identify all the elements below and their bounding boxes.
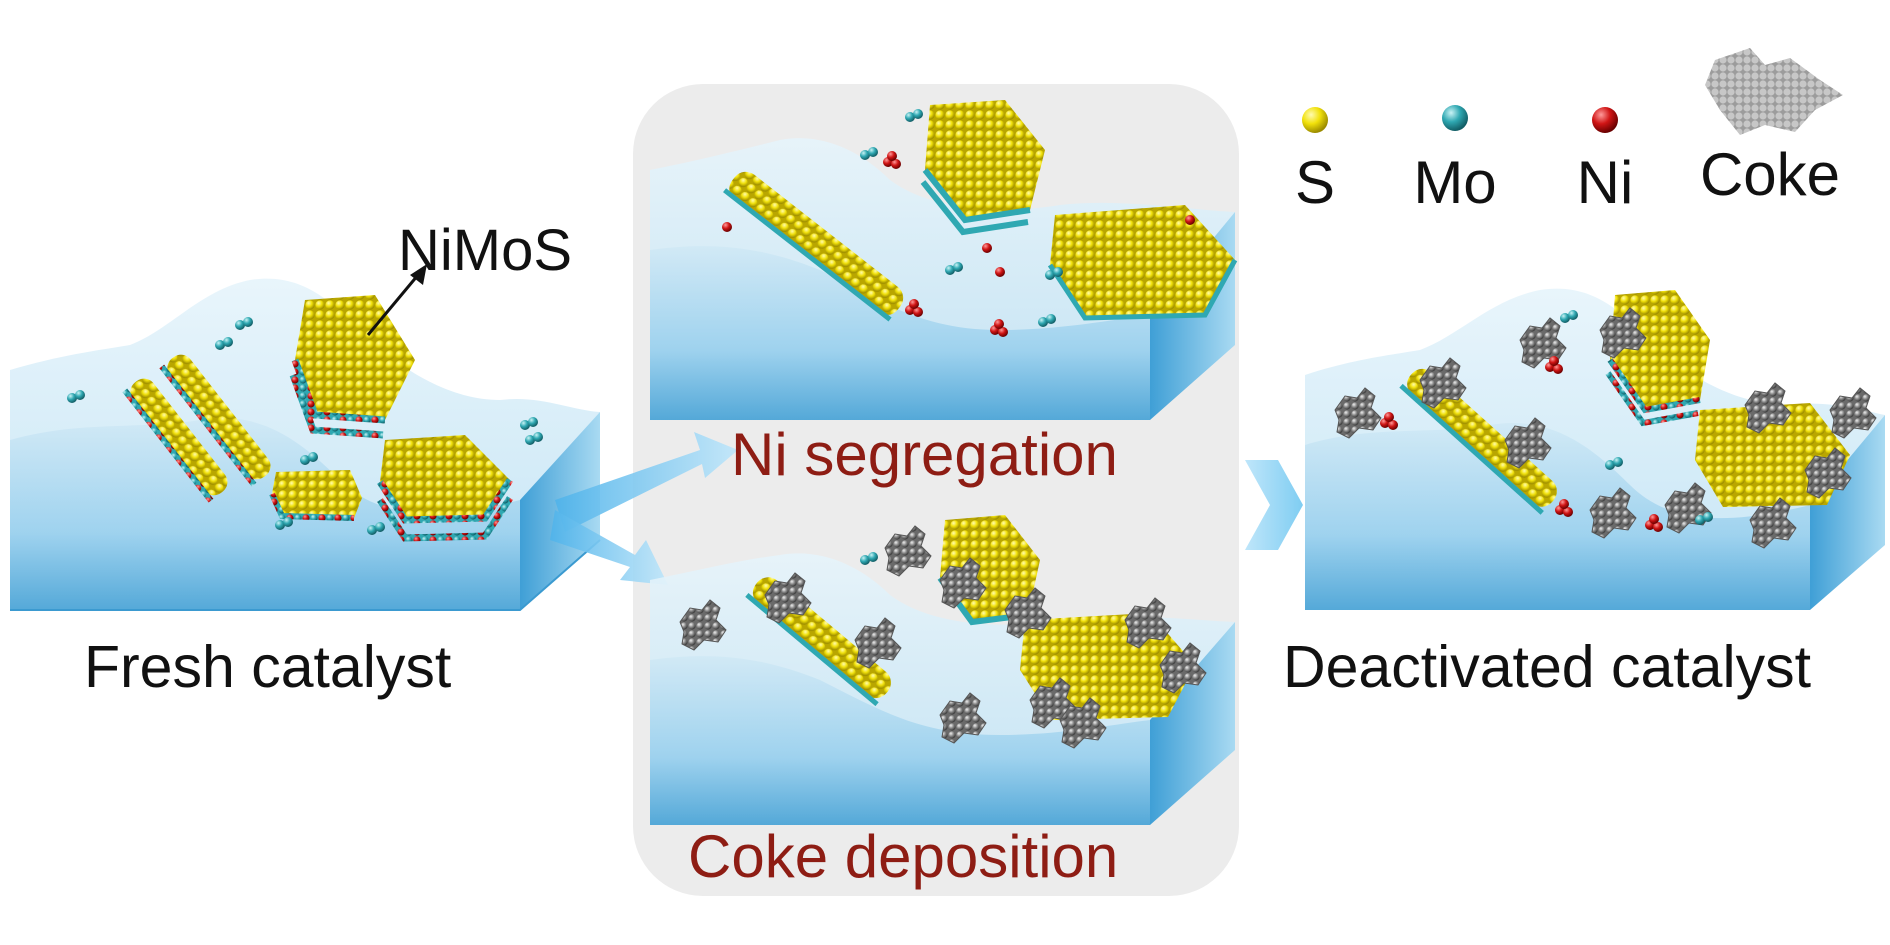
legend-label-coke: Coke — [1699, 141, 1841, 208]
legend-item-s: S — [1260, 100, 1370, 217]
legend-label-mo: Mo — [1413, 149, 1497, 216]
coke-cluster-icon — [1705, 48, 1843, 135]
deactivated-catalyst-label: Deactivated catalyst — [1283, 634, 1811, 700]
sulfur-atom-icon — [1302, 107, 1328, 133]
nimos-pointer-head — [410, 264, 427, 285]
coke-deposition-slabs — [679, 515, 1207, 749]
ni-segregation-slabs — [722, 100, 1238, 337]
ni-segregation-label: Ni segregation — [731, 421, 1118, 488]
legend-label-ni: Ni — [1576, 149, 1634, 216]
nimos-pointer-line — [366, 274, 420, 336]
nimos-label: NiMoS — [398, 218, 573, 283]
nickel-atom-icon — [1592, 107, 1618, 133]
fresh-catalyst-label: Fresh catalyst — [84, 634, 452, 700]
molybdenum-atom-icon — [1442, 105, 1468, 131]
branch-arrows — [550, 432, 738, 585]
deactivated-catalyst-slabs — [1334, 290, 1877, 549]
fresh-catalyst-slabs — [67, 295, 543, 542]
legend-item-ni: Ni — [1550, 100, 1660, 217]
coke-deposition-label: Coke deposition — [688, 823, 1119, 890]
progress-chevron — [1245, 460, 1303, 550]
legend-item-coke: Coke — [1680, 40, 1860, 209]
legend-label-s: S — [1294, 149, 1336, 216]
legend-item-mo: Mo — [1400, 100, 1510, 217]
